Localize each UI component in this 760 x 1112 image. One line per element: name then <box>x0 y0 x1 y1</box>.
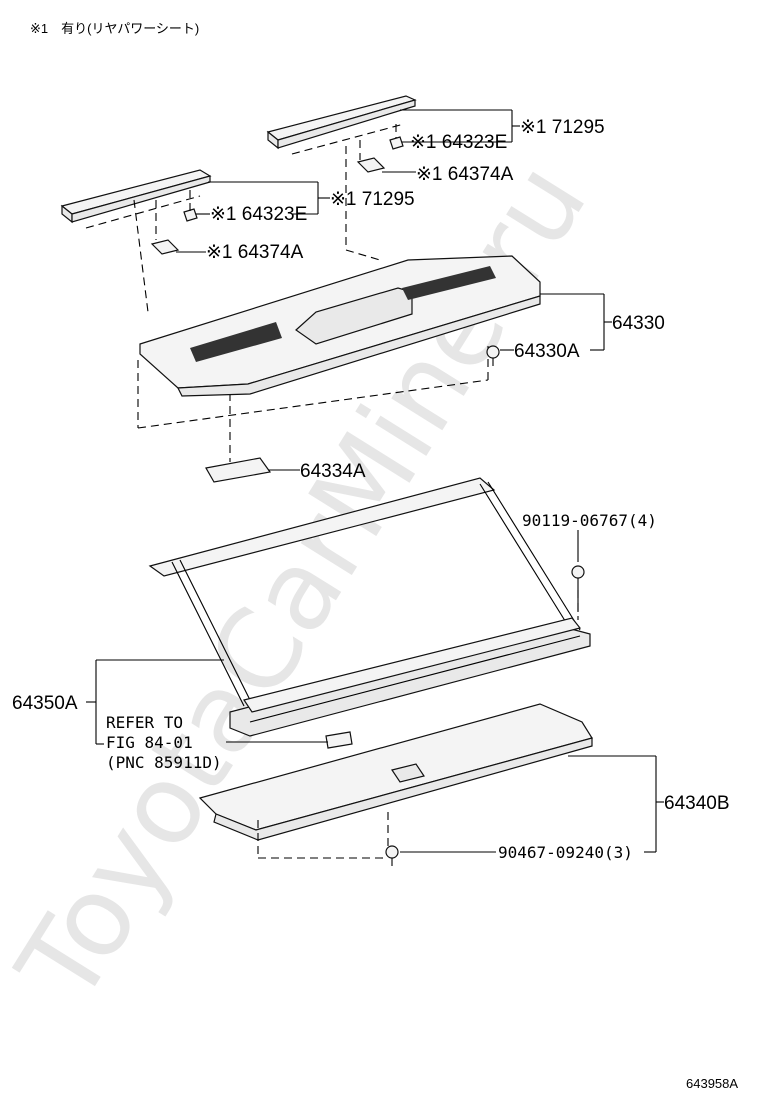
trim-strip-right <box>266 95 417 150</box>
lower-trim-64340b <box>198 703 593 841</box>
label-90119: 90119-06767(4) <box>522 511 657 530</box>
clip-icon-64323e-left <box>183 208 198 222</box>
label-64330: 64330 <box>612 313 665 334</box>
refer-line-3: (PNC 85911D) <box>106 753 222 772</box>
label-90467: 90467-09240(3) <box>498 843 633 862</box>
figure-id: 643958A <box>686 1076 738 1091</box>
label-64374a-upper: ※1 64374A <box>416 164 514 185</box>
label-64323e-upper: ※1 64323E <box>410 132 507 153</box>
label-64323e-lower: ※1 64323E <box>210 204 307 225</box>
label-64350a: 64350A <box>12 693 78 714</box>
tonneau-cover-64350a <box>148 477 591 737</box>
refer-line-1: REFER TO <box>106 713 183 732</box>
leader-lines <box>86 109 664 853</box>
package-tray-64330 <box>139 255 541 397</box>
guide-lines-lower <box>257 812 389 859</box>
connector-icon <box>325 731 353 749</box>
header-note: ※1 有り(リヤパワーシート) <box>30 21 199 36</box>
clip-icon-64330a <box>486 345 500 366</box>
label-64330a: 64330A <box>514 341 580 362</box>
guide-lines-upper <box>85 123 489 462</box>
bolt-icon-90119 <box>571 565 585 620</box>
pad-64334a <box>205 457 272 483</box>
bracket-icon-64374a-left <box>150 239 180 255</box>
bolt-icon-90467 <box>385 845 399 866</box>
bracket-icon-64374a-right <box>356 157 386 173</box>
clip-icon-64323e-right <box>389 136 404 150</box>
label-64340b: 64340B <box>664 793 730 814</box>
refer-line-2: FIG 84-01 <box>106 733 193 752</box>
label-64374a-lower: ※1 64374A <box>206 242 304 263</box>
label-71295-upper: ※1 71295 <box>520 117 605 138</box>
label-71295-lower: ※1 71295 <box>330 189 415 210</box>
trim-strip-left <box>60 169 212 224</box>
label-64334a: 64334A <box>300 461 366 482</box>
